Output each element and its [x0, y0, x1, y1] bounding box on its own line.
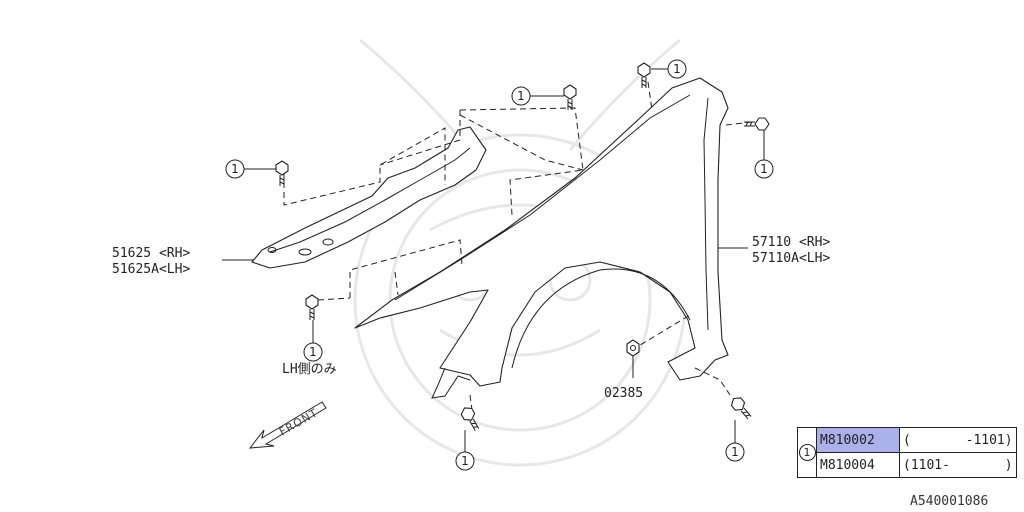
- callout-marker: 1: [511, 86, 531, 106]
- bolt-icon: [637, 62, 651, 88]
- callout-marker: 1: [303, 342, 323, 362]
- table-ref-cell: 1: [797, 427, 817, 478]
- label-clip-part: 02385: [604, 386, 643, 401]
- bolt-icon: [744, 117, 770, 131]
- svg-text:1: 1: [309, 345, 317, 359]
- svg-text:1: 1: [461, 454, 469, 468]
- bolt-icon: [275, 160, 289, 186]
- svg-text:1: 1: [673, 62, 681, 76]
- bolt-icon: [460, 407, 480, 431]
- bolt-icons: [275, 62, 770, 431]
- svg-text:1: 1: [231, 162, 239, 176]
- assembly-lines: [283, 81, 753, 411]
- label-fender-lh: 57110A<LH>: [752, 251, 830, 266]
- ref-circle: 1: [798, 444, 816, 461]
- part-number-cell[interactable]: M810004: [816, 452, 900, 478]
- svg-text:1: 1: [760, 162, 768, 176]
- fender-bracket: [251, 126, 487, 269]
- clip-icon: [626, 339, 640, 357]
- front-arrow: FRONT: [248, 401, 327, 449]
- diagram-id: A540001086: [910, 494, 989, 509]
- label-fender-rh: 57110 <RH>: [752, 235, 830, 250]
- bolt-icon: [305, 294, 319, 320]
- table-row: M810004 (1101- ): [798, 452, 1017, 478]
- callout-marker: 1: [754, 159, 774, 179]
- table-row: 1 M810002 ( -1101): [797, 427, 1017, 478]
- label-bracket-lh: 51625A<LH>: [112, 262, 190, 277]
- svg-text:1: 1: [731, 445, 739, 459]
- callout-marker: 1: [225, 159, 245, 179]
- label-bracket-rh: 51625 <RH>: [112, 246, 190, 261]
- bolt-icon: [563, 84, 577, 110]
- svg-text:1: 1: [517, 89, 525, 103]
- leader-lines: [222, 68, 765, 452]
- bolt-icon: [730, 397, 752, 420]
- callout-marker: 1: [667, 59, 687, 79]
- date-range-cell: (1101- ): [899, 452, 1017, 478]
- callout-marker: 1: [725, 442, 745, 462]
- front-fender: [354, 77, 729, 399]
- callout-markers: 1 1 1 1 1 1 1: [225, 59, 774, 471]
- front-arrow-label: FRONT: [277, 406, 320, 439]
- parts-table: 1 M810002 ( -1101) M810004 (1101- ): [797, 427, 1017, 478]
- part-number-cell[interactable]: M810002: [816, 427, 900, 453]
- label-lh-only: LH側のみ: [282, 362, 337, 377]
- callout-marker: 1: [455, 451, 475, 471]
- date-range-cell: ( -1101): [899, 427, 1017, 453]
